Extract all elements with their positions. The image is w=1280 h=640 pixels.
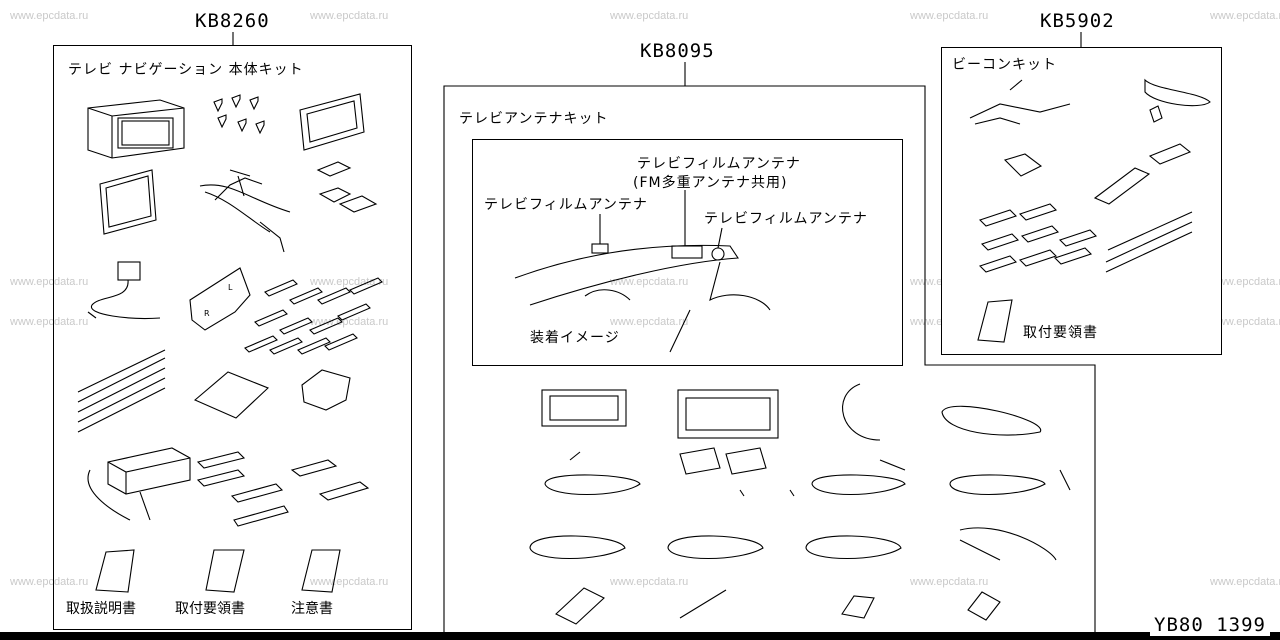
- label-install-image: 装着イメージ: [530, 330, 620, 346]
- doc-label-caution-sheet: 注意書: [291, 601, 333, 617]
- bracket-label-right: R: [204, 309, 210, 318]
- footer-bar: [0, 632, 1280, 640]
- watermark-text: www.epcdata.ru: [10, 316, 89, 328]
- watermark-text: www.epcdata.ru: [10, 10, 89, 22]
- kit-title-kb8095: テレビアンテナキット: [459, 111, 609, 127]
- watermark-text: www.epcdata.ru: [910, 10, 989, 22]
- watermark-text: www.epcdata.ru: [610, 576, 689, 588]
- kit-title-kb5902: ビーコンキット: [952, 57, 1057, 73]
- page-id: YB80 1399: [1150, 614, 1270, 636]
- watermark-text: www.epcdata.ru: [10, 576, 89, 588]
- label-film-antenna-right: テレビフィルムアンテナ: [704, 211, 868, 227]
- watermark-text: www.epcdata.ru: [610, 316, 689, 328]
- watermark-text: www.epcdata.ru: [1210, 316, 1280, 328]
- watermark-text: www.epcdata.ru: [610, 10, 689, 22]
- label-fm-multiplex: (FM多重アンテナ共用): [633, 175, 788, 191]
- kit-code-kb8095: KB8095: [640, 40, 715, 62]
- shim-strips-drawing: [244, 277, 383, 355]
- watermark-text: www.epcdata.ru: [910, 576, 989, 588]
- watermark-text: www.epcdata.ru: [310, 10, 389, 22]
- kit-panel-kb8260: [53, 45, 412, 630]
- nav-main-unit-drawing: [87, 99, 185, 159]
- bracket-label-left: L: [228, 283, 233, 292]
- watermark-text: www.epcdata.ru: [1210, 276, 1280, 288]
- doc-label-beacon-installation-guide: 取付要領書: [1023, 325, 1098, 341]
- label-film-antenna-center: テレビフィルムアンテナ: [637, 156, 801, 172]
- watermark-text: www.epcdata.ru: [310, 276, 389, 288]
- screws-drawing: [213, 94, 265, 135]
- kit-code-kb8260: KB8260: [195, 10, 270, 32]
- watermark-text: www.epcdata.ru: [610, 276, 689, 288]
- watermark-text: www.epcdata.ru: [1210, 10, 1280, 22]
- watermark-text: www.epcdata.ru: [1210, 576, 1280, 588]
- label-film-antenna-left: テレビフィルムアンテナ: [484, 197, 648, 213]
- install-image-inset: [472, 139, 903, 366]
- watermark-text: www.epcdata.ru: [310, 316, 389, 328]
- kit-title-kb8260: テレビ ナビゲーション 本体キット: [68, 62, 304, 78]
- watermark-text: www.epcdata.ru: [10, 276, 89, 288]
- kit-code-kb5902: KB5902: [1040, 10, 1115, 32]
- doc-label-instruction-manual: 取扱説明書: [66, 601, 136, 617]
- doc-label-installation-guide: 取付要領書: [175, 601, 245, 617]
- watermark-text: www.epcdata.ru: [310, 576, 389, 588]
